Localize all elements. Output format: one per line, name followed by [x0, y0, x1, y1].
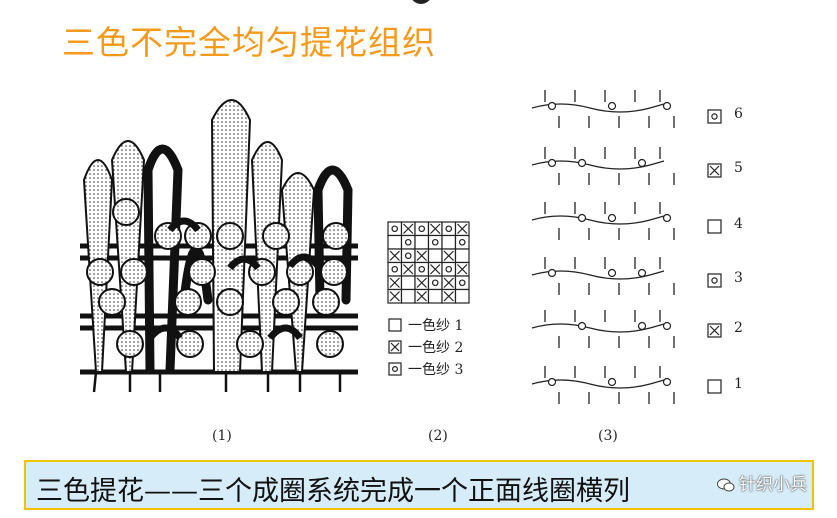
loop-node — [637, 321, 647, 331]
watermark: 针织小兵 — [717, 470, 807, 495]
loop-node — [662, 321, 672, 331]
grid-cell-dot — [400, 234, 416, 250]
grid-cell-empty — [427, 288, 443, 304]
grid-cell-cross — [441, 275, 457, 291]
legend-item-2: 一色纱 2 — [408, 340, 464, 356]
course-symbol-dot — [707, 109, 722, 124]
grid-cell-empty — [441, 234, 457, 250]
grid-cell-empty — [454, 288, 470, 304]
legend-symbol-cross — [388, 340, 402, 354]
legend-item-1: 一色纱 1 — [408, 318, 464, 334]
legend-symbol-dot — [388, 362, 402, 376]
grid-cell-cross — [400, 221, 416, 237]
grid-cell-dot — [387, 261, 403, 277]
course-number-6: 6 — [734, 106, 743, 122]
legend-symbol-empty — [388, 318, 402, 332]
grid-cell-empty — [414, 234, 430, 250]
yarn-course-line — [531, 215, 665, 225]
grid-cell-dot — [441, 221, 457, 237]
grid-cell-empty — [427, 248, 443, 264]
grid-cell-empty — [387, 234, 403, 250]
grid-cell-dot — [427, 234, 443, 250]
loop-node — [637, 268, 647, 278]
loop-node — [662, 213, 672, 223]
loop-node — [547, 268, 557, 278]
chat-bubble-icon — [717, 478, 735, 492]
course-number-3: 3 — [734, 270, 743, 286]
legend-symbols — [388, 318, 402, 376]
loop-node — [637, 158, 647, 168]
figure-label-1: (1) — [212, 428, 232, 444]
yarn-course-line — [531, 323, 665, 333]
course-number-2: 2 — [734, 320, 743, 336]
grid-cell-cross — [400, 261, 416, 277]
figure-label-2: (2) — [428, 428, 448, 444]
course-symbol-empty — [707, 219, 722, 234]
grid-cell-cross — [387, 248, 403, 264]
course-symbol-dot — [707, 273, 722, 288]
grid-cell-cross — [387, 288, 403, 304]
grid-cell-dot — [414, 261, 430, 277]
grid-cell-cross — [414, 275, 430, 291]
grid-cell-cross — [441, 288, 457, 304]
grid-cell-cross — [427, 261, 443, 277]
figure-label-3: (3) — [598, 428, 618, 444]
grid-cell-cross — [427, 221, 443, 237]
loop-node — [607, 101, 617, 111]
top-edge-mark — [410, 0, 432, 4]
grid-cell-dot — [427, 275, 443, 291]
grid-cell-dot — [400, 248, 416, 264]
caption-text: 三色提花——三个成圈系统完成一个正面线圈横列 — [36, 476, 630, 507]
loop-node — [547, 101, 557, 111]
loop-node — [547, 377, 557, 387]
course-number-5: 5 — [734, 160, 743, 176]
grid-cell-cross — [441, 248, 457, 264]
loop-node — [577, 321, 587, 331]
grid-cell-empty — [400, 288, 416, 304]
grid-cell-cross — [454, 221, 470, 237]
grid-cell-dot — [414, 221, 430, 237]
loop-node — [577, 158, 587, 168]
grid-cell-cross — [387, 275, 403, 291]
loop-node — [577, 213, 587, 223]
course-symbols — [707, 109, 722, 394]
grid-cell-dot — [454, 234, 470, 250]
course-number-4: 4 — [734, 216, 743, 232]
pattern-grid — [387, 221, 470, 304]
course-notation — [531, 90, 675, 404]
grid-cell-cross — [414, 288, 430, 304]
legend-item-3: 一色纱 3 — [408, 362, 464, 378]
loop-node — [547, 158, 557, 168]
loop-node — [607, 213, 617, 223]
course-symbol-cross — [707, 323, 722, 338]
grid-cell-dot — [454, 275, 470, 291]
slide-title: 三色不完全均匀提花组织 — [62, 23, 436, 62]
grid-cell-empty — [400, 275, 416, 291]
course-number-1: 1 — [734, 376, 743, 392]
grid-cell-dot — [387, 221, 403, 237]
loop-node — [607, 377, 617, 387]
grid-cell-empty — [454, 248, 470, 264]
watermark-text: 针织小兵 — [739, 475, 807, 495]
grid-cell-cross — [454, 261, 470, 277]
loop-node — [662, 377, 672, 387]
loop-node — [607, 268, 617, 278]
grid-cell-cross — [414, 248, 430, 264]
fabric-illustration — [80, 99, 358, 393]
loop-node — [662, 101, 672, 111]
course-symbol-cross — [707, 163, 722, 178]
grid-cell-dot — [441, 261, 457, 277]
caption-box: 三色提花——三个成圈系统完成一个正面线圈横列 — [24, 460, 814, 510]
course-symbol-empty — [707, 379, 722, 394]
